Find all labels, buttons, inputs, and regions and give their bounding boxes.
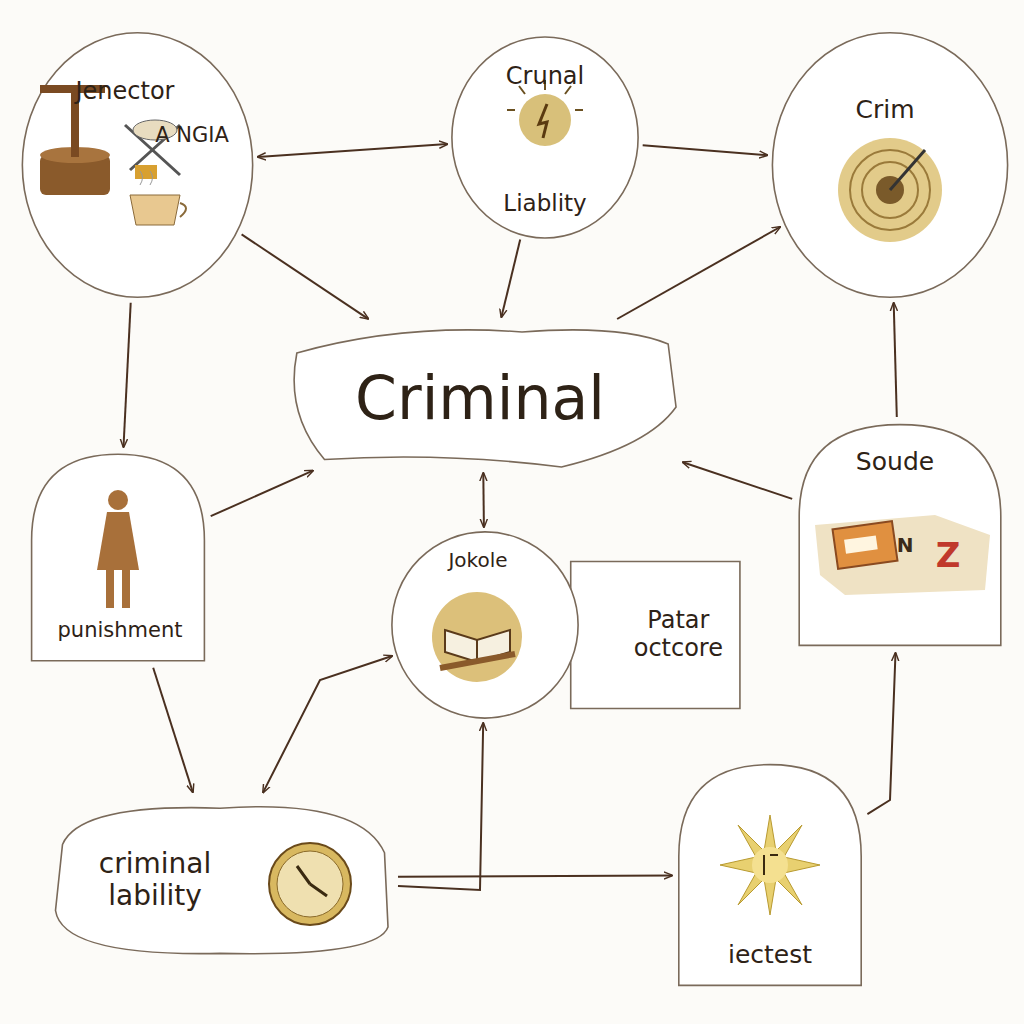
concept-icon: [515, 90, 575, 150]
icon-letter: Z: [936, 535, 961, 575]
text-box: Patar octcore: [569, 560, 742, 710]
node-label: Liablity: [503, 190, 586, 216]
arrow-connector: [617, 227, 780, 319]
node-label: Patar octcore: [623, 607, 733, 662]
concept-icon: [720, 815, 820, 915]
arrow-connector: [258, 144, 447, 157]
arrow-connector: [242, 234, 369, 318]
concept-bubble: iectest: [675, 760, 865, 990]
arrow-connector: [867, 653, 895, 814]
node-label: Crim: [855, 96, 914, 125]
node-label: A NGIA: [155, 123, 229, 147]
arrow-connector: [894, 303, 897, 417]
concept-bubble: Crim: [770, 30, 1010, 300]
arrow-connector: [398, 875, 672, 876]
arrow-connector: [398, 723, 483, 890]
arrow-connector: [263, 656, 392, 792]
central-title: Criminal: [355, 364, 605, 433]
concept-icon: [267, 841, 353, 927]
arrow-connector: [211, 471, 313, 517]
concept-icon: [93, 490, 143, 610]
node-label: Jenector: [76, 78, 175, 106]
concept-bubble: Jokole: [390, 530, 580, 720]
node-label: punishment: [58, 618, 183, 642]
node-label: criminal lability: [60, 848, 250, 912]
concept-bubble: CrunalLiablity: [450, 35, 640, 240]
arrow-connector: [501, 240, 520, 318]
node-label: Soude: [856, 448, 934, 477]
concept-bubble: Criminal: [285, 320, 680, 470]
arrow-connector: [683, 462, 792, 499]
concept-icon: [835, 135, 945, 245]
arrow-connector: [153, 668, 193, 792]
node-label: iectest: [728, 941, 812, 970]
icon-letter: N: [897, 533, 914, 557]
concept-bubble: punishment: [28, 450, 208, 665]
node-label: Jokole: [448, 549, 507, 572]
concept-bubble: Jenector A NGIA: [20, 30, 255, 300]
arrow-connector: [482, 473, 485, 527]
node-label: Crunal: [506, 63, 584, 91]
concept-bubble: criminal lability: [45, 795, 395, 960]
arrow-connector: [124, 303, 131, 447]
arrow-connector: [643, 145, 768, 155]
concept-icon: [430, 590, 525, 685]
